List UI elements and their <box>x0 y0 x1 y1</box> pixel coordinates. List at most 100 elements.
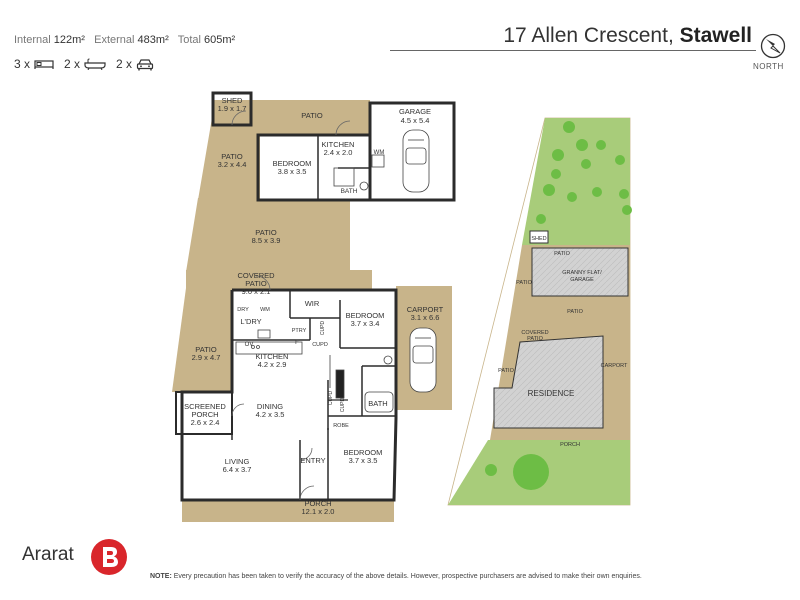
brand-name: Ararat <box>22 544 74 565</box>
kitchen2-label: KITCHEN <box>322 140 355 149</box>
kitchen-label: KITCHEN <box>256 352 289 361</box>
fixtures <box>235 129 437 413</box>
walls <box>175 91 456 502</box>
site-granny-label: GRANNY FLAT/ <box>562 270 602 276</box>
carport-label: CARPORT <box>407 305 444 314</box>
north-label: NORTH <box>753 62 784 71</box>
bedroom-flat-label: BEDROOM <box>273 159 312 168</box>
wir-label: WIR <box>305 299 320 308</box>
living-size: 6.4 x 3.7 <box>223 465 252 474</box>
disclaimer-note: NOTE: Every precaution has been taken to… <box>150 573 642 580</box>
site-shed <box>529 230 549 244</box>
robe-label: ROBE <box>333 423 349 429</box>
bedroom2-label: BEDROOM <box>344 448 383 457</box>
patio-side-size: 2.9 x 4.7 <box>192 353 221 362</box>
site-porch-label: PORCH <box>560 442 580 448</box>
dining-size: 4.2 x 3.5 <box>256 410 285 419</box>
patio-mid-label: PATIO <box>255 228 277 237</box>
bath1-label: BATH <box>341 188 358 195</box>
patio-left-size: 3.2 x 4.4 <box>218 160 247 169</box>
property-address: 17 Allen Crescent, Stawell <box>503 24 752 47</box>
laundry-label: L'DRY <box>240 317 261 326</box>
bedroom-flat-size: 3.8 x 3.5 <box>278 167 307 176</box>
bedroom1-size: 3.7 x 3.4 <box>351 319 380 328</box>
patio-mid-area <box>186 198 350 272</box>
tree-icon <box>576 139 588 151</box>
tree-icon <box>543 184 555 196</box>
tree-icon <box>513 454 549 490</box>
tree-icon <box>596 140 606 150</box>
address-underline <box>390 50 756 51</box>
bed-icon <box>34 60 54 69</box>
dining-label: DINING <box>257 402 283 411</box>
site-shed-label: SHED <box>531 236 546 242</box>
feature-icons: 3 x 2 x 2 x <box>14 57 164 71</box>
compass-icon <box>760 33 786 59</box>
car-count: 2 x <box>116 57 154 71</box>
garage-car-icon <box>402 129 430 193</box>
area-summary: Internal 122m² External 483m² Total 605m… <box>14 34 236 46</box>
bedroom1-label: BEDROOM <box>346 311 385 320</box>
site-trees <box>485 121 632 490</box>
bath-count: 2 x <box>64 57 106 71</box>
tree-icon <box>551 169 561 179</box>
site-patio4-label: PATIO <box>498 368 514 374</box>
doors <box>231 110 351 501</box>
site-residence <box>493 335 604 429</box>
bed-count: 3 x <box>14 57 54 71</box>
site-plan: SHED PATIO GRANNY FLAT/ GARAGE PATIO PAT… <box>447 117 632 506</box>
cupd3-label: CUPD <box>328 391 334 406</box>
tree-icon <box>619 189 629 199</box>
living-label: LIVING <box>225 457 250 466</box>
dry-label: DRY <box>237 307 249 313</box>
tree-icon <box>552 149 564 161</box>
carport-size: 3.1 x 6.6 <box>411 313 440 322</box>
covered-patio-size: 9.0 x 2.1 <box>242 287 271 296</box>
tree-icon <box>615 155 625 165</box>
patio-side-area <box>172 288 232 392</box>
bedroom2-size: 3.7 x 3.5 <box>349 456 378 465</box>
tree-icon <box>536 214 546 224</box>
patio-top-label: PATIO <box>301 111 323 120</box>
agency-logo-icon <box>91 539 127 575</box>
car-icon <box>136 58 154 70</box>
site-patio1-label: PATIO <box>554 251 570 257</box>
patio-left-label: PATIO <box>221 152 243 161</box>
patio-side-label: PATIO <box>195 345 217 354</box>
bath-icon <box>84 58 106 70</box>
site-covered-label: COVERED <box>521 330 548 336</box>
garage-size: 4.5 x 5.4 <box>401 116 430 125</box>
shed-size: 1.9 x 1.7 <box>218 104 247 113</box>
oven-label: OV <box>245 342 254 348</box>
tree-icon <box>581 159 591 169</box>
cupd4-label: CUPD <box>340 398 346 413</box>
wm2-label: WM <box>260 307 270 313</box>
site-carport-label: CARPORT <box>601 363 628 369</box>
porch-area <box>182 500 394 522</box>
site-granny-label2: GARAGE <box>570 277 594 283</box>
site-patio2-label: PATIO <box>516 280 532 286</box>
covered-patio-area <box>186 270 372 290</box>
porch-size: 12.1 x 2.0 <box>302 507 335 516</box>
screened-porch-label2: PORCH <box>191 410 218 419</box>
bath2-label: BATH <box>368 399 387 408</box>
tree-icon <box>485 464 497 476</box>
site-labels: SHED PATIO GRANNY FLAT/ GARAGE PATIO PAT… <box>498 236 628 448</box>
kitchen2-size: 2.4 x 2.0 <box>324 148 353 157</box>
pantry-label: PTRY <box>292 328 307 334</box>
porch-label: PORCH <box>304 499 331 508</box>
site-granny-flat <box>531 247 629 297</box>
fridge-label: F <box>295 340 299 346</box>
patio-mid-size: 8.5 x 3.9 <box>252 236 281 245</box>
garage-label: GARAGE <box>399 107 431 116</box>
covered-patio-label2: PATIO <box>245 279 267 288</box>
tree-icon <box>622 205 632 215</box>
garage-walls <box>368 101 456 202</box>
tree-icon <box>592 187 602 197</box>
wm1-label: WM <box>374 150 385 156</box>
carport-car-icon <box>409 327 437 393</box>
cupd2-label: CUPD <box>312 342 328 348</box>
tree-icon <box>567 192 577 202</box>
site-patio3-label: PATIO <box>567 309 583 315</box>
